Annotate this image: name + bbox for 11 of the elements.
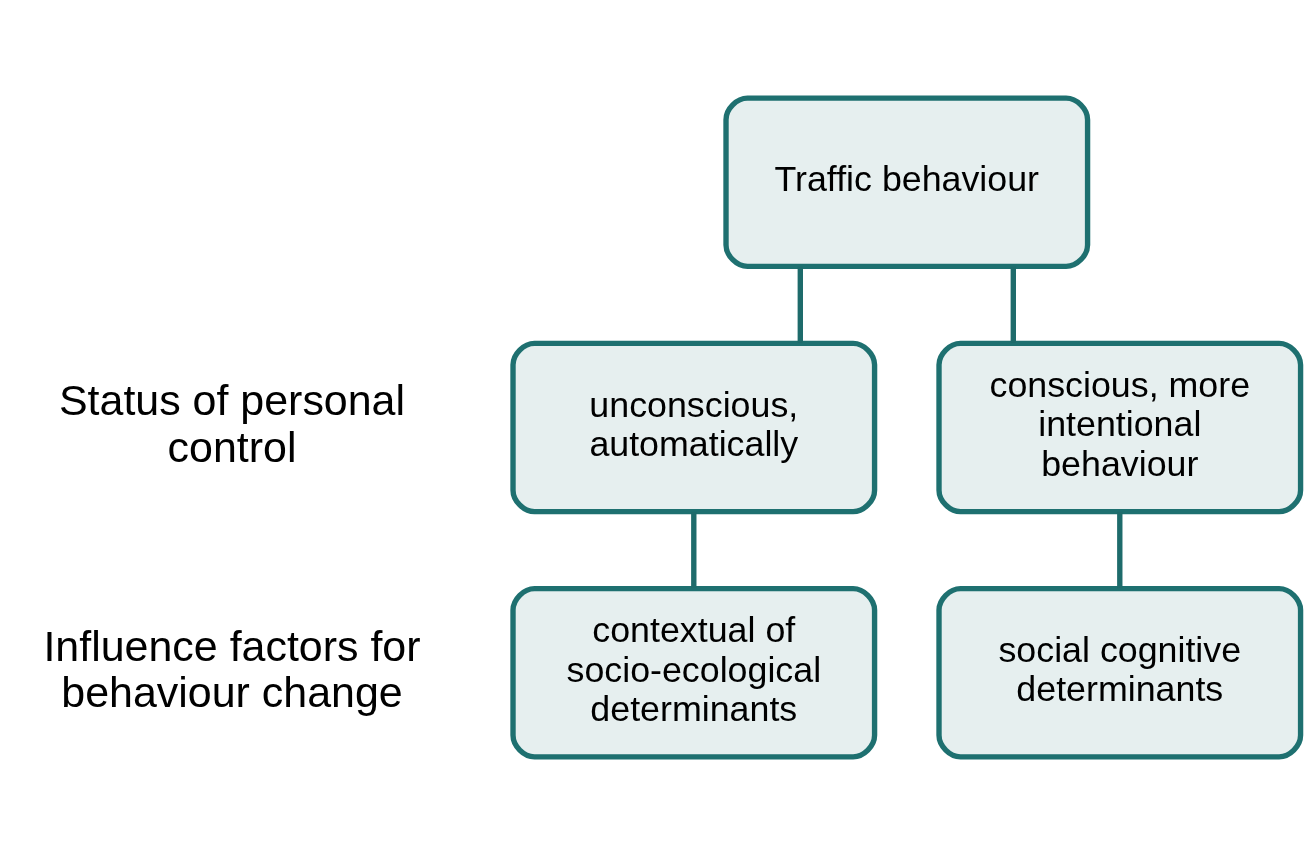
label: Status of personal control <box>58 376 406 471</box>
node-box: contextual of socio-ecological determinants <box>510 585 878 760</box>
node-box: Traffic behaviour <box>723 95 1091 270</box>
node-box: social cognitive determinants <box>936 585 1304 760</box>
node-box: unconscious, automatically <box>510 340 878 515</box>
node-box: conscious, more intentional behaviour <box>936 340 1304 515</box>
connector <box>691 511 697 589</box>
connector <box>1117 511 1123 589</box>
connector <box>1010 266 1016 343</box>
connector <box>797 266 803 343</box>
label: Influence factors for behaviour change <box>43 621 421 717</box>
